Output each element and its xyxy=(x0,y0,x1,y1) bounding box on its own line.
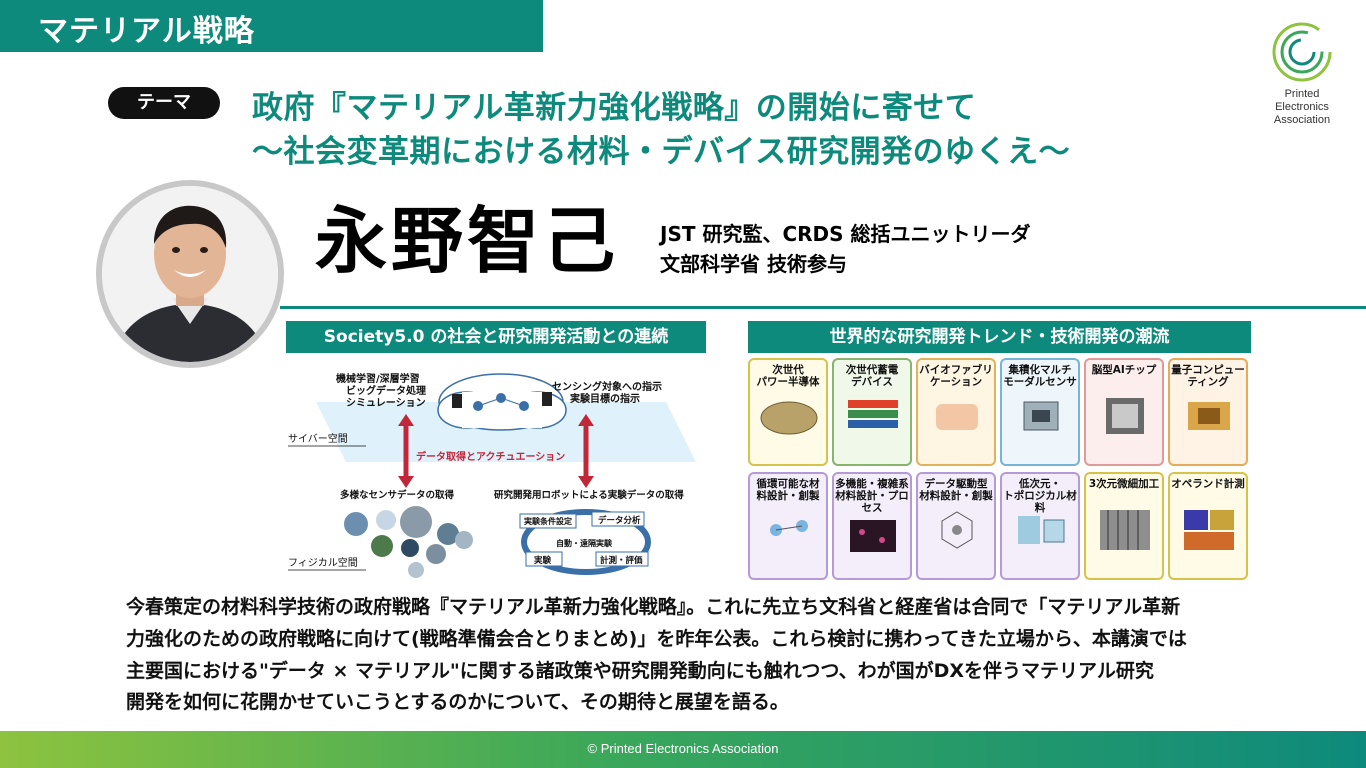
cycle-step-5: 計測・評価 xyxy=(600,555,643,566)
speaker-name: 永野智己 xyxy=(315,199,620,283)
ml-label-3: シミュレーション xyxy=(346,397,426,409)
abstract-line-3: 主要国における"データ × マテリアル"に関する諸政策や研究開発動向にも触れつつ… xyxy=(126,660,1154,682)
trend-tile-topological-materials: 低次元・トポロジカル材料 xyxy=(1000,472,1080,580)
cloud-icon xyxy=(437,373,567,431)
up-down-arrow-left-icon xyxy=(398,414,414,488)
footer-bar: © Printed Electronics Association xyxy=(0,731,1366,768)
sensor-images-icon xyxy=(344,506,473,578)
trend-tile-multifunctional-materials: 多機能・複雑系材料設計・プロセス xyxy=(832,472,912,580)
category-banner: マテリアル戦略 xyxy=(0,0,543,52)
footer-copyright: © Printed Electronics Association xyxy=(587,741,779,756)
operando-map-icon xyxy=(1184,510,1234,550)
abstract-line-2: 力強化のための政府戦略に向けて(戦略準備会合とりまとめ)」を昨年公表。これら検討… xyxy=(126,628,1187,650)
cycle-step-1: 実験条件設定 xyxy=(524,516,572,526)
lattice-icon xyxy=(1018,516,1065,544)
up-down-arrow-right-icon xyxy=(578,414,594,488)
trend-tile-neuro-ai-chip: 脳型AIチップ xyxy=(1084,358,1164,466)
data-acquisition-label: データ取得とアクチュエーション xyxy=(416,450,565,463)
speaker-portrait xyxy=(96,180,284,368)
theme-title-line2: 〜社会変革期における材料・デバイス研究開発のゆくえ〜 xyxy=(252,134,1071,170)
trend-tile-power-semiconductor: 次世代パワー半導体 xyxy=(748,358,828,466)
logo-line3: Association xyxy=(1273,114,1331,126)
trend-tile-circular-materials: 循環可能な材料設計・創製 xyxy=(748,472,828,580)
ai-chip-icon xyxy=(1106,398,1144,434)
section-divider xyxy=(280,306,1366,309)
trend-tile-operando-measurement: オペランド計測 xyxy=(1168,472,1248,580)
speaker-affiliation-2: 文部科学省 技術参与 xyxy=(660,252,847,276)
person-photo-icon xyxy=(102,186,278,362)
logo-rings-icon xyxy=(1272,22,1332,82)
abstract-line-1: 今春策定の材料科学技術の政府戦略『マテリアル革新力強化戦略』。これに先立ち文科省… xyxy=(126,596,1181,618)
logo-line2: Electronics xyxy=(1275,101,1329,113)
trend-tile-data-driven-design: データ駆動型材料設計・創製 xyxy=(916,472,996,580)
theme-title-line1: 政府『マテリアル革新力強化戦略』の開始に寄せて xyxy=(252,90,977,126)
society-diagram: 機械学習/深層学習 ビッグデータ処理 シミュレーション センシング対象への指示 … xyxy=(286,362,706,580)
quantum-chip-icon xyxy=(1188,402,1230,430)
ml-label-1: 機械学習/深層学習 xyxy=(336,372,420,385)
category-title: マテリアル戦略 xyxy=(38,14,255,49)
nanostructure-icon xyxy=(850,520,896,552)
sensing-label-2: 実験目標の指示 xyxy=(570,392,640,405)
battery-layers-icon xyxy=(848,400,898,428)
logo-text: Printed Electronics Association xyxy=(1262,88,1342,127)
trend-tile-multimodal-sensor: 集積化マルチモーダルセンサ xyxy=(1000,358,1080,466)
cycle-step-2: データ分析 xyxy=(598,515,641,526)
bio-tissue-icon xyxy=(936,404,978,430)
cycle-step-4: 実験 xyxy=(534,555,552,566)
molecule-icon xyxy=(770,520,808,536)
experiment-cycle: 実験条件設定 データ分析 自動・遠隔実験 実験 計測・評価 xyxy=(519,509,651,575)
pea-logo: Printed Electronics Association xyxy=(1262,20,1342,128)
cycle-step-3: 自動・遠隔実験 xyxy=(556,538,613,548)
trend-tile-biofabrication: バイオファブリケーション xyxy=(916,358,996,466)
cyber-plane xyxy=(316,402,696,462)
logo-line1: Printed xyxy=(1284,88,1320,100)
ml-label-2: ビッグデータ処理 xyxy=(346,384,426,397)
trends-section-header: 世界的な研究開発トレンド・技術開発の潮流 xyxy=(748,321,1251,353)
trend-tile-battery: 次世代蓄電デバイス xyxy=(832,358,912,466)
trend-grid: 次世代パワー半導体 次世代蓄電デバイス バイオファブリケーション 集積化マルチモ… xyxy=(748,358,1251,580)
trend-tile-3d-microfabrication: 3次元微細加工 xyxy=(1084,472,1164,580)
speaker-affiliation-1: JST 研究監、CRDS 総括ユニットリーダ xyxy=(660,222,1031,246)
wafer-icon xyxy=(760,401,818,435)
sensing-label-1: センシング対象への指示 xyxy=(552,380,662,393)
abstract-line-4: 開発を如何に花開かせていこうとするのかについて、その期待と展望を語る。 xyxy=(126,691,789,713)
society-section-header: Society5.0 の社会と研究開発活動との連続 xyxy=(286,321,706,353)
trend-tile-quantum-computing: 量子コンピューティング xyxy=(1168,358,1248,466)
sensor-data-label: 多様なセンサデータの取得 xyxy=(340,489,455,501)
nand-structure-icon xyxy=(1100,510,1150,550)
sensor-chip-icon xyxy=(1023,401,1059,431)
cyber-space-label: サイバー空間 xyxy=(288,432,348,445)
robot-system-icon xyxy=(941,511,973,549)
robot-data-label: 研究開発用ロボットによる実験データの取得 xyxy=(494,489,684,501)
physical-space-label: フィジカル空間 xyxy=(288,556,358,569)
theme-badge: テーマ xyxy=(108,87,220,119)
